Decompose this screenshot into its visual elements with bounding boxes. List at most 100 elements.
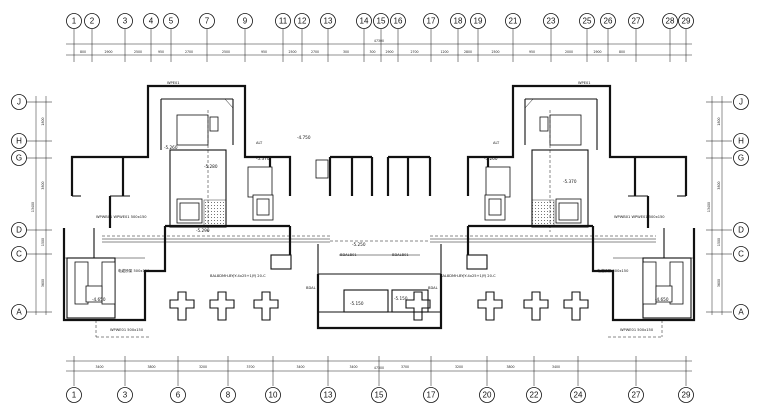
axis-bubble-label: 11	[279, 17, 288, 26]
axis-bubble-circle	[84, 13, 100, 29]
top-axis-1: 1	[66, 13, 82, 29]
axis-bubble-label: 3	[123, 391, 128, 400]
bracket-label-left: ALT	[256, 141, 263, 145]
axis-bubble-circle	[320, 13, 336, 29]
elevation-1: -5.260	[164, 145, 178, 150]
axis-bubble-label: 15	[375, 391, 384, 400]
axis-bubble-label: 6	[176, 391, 181, 400]
left-axis-H: H	[11, 133, 27, 149]
top-axis-12: 12	[294, 13, 310, 29]
axis-bubble-label: 23	[547, 17, 556, 26]
right-axis-G: G	[733, 150, 749, 166]
axis-bubble-label: 13	[324, 391, 333, 400]
corridor-label-right: BDALB01	[392, 253, 409, 257]
bottom-axis-10: 10	[265, 387, 281, 403]
left-dim-value: 1800	[41, 117, 45, 125]
bottom-dim-value: 3400	[552, 365, 560, 369]
right-axis-C: C	[733, 246, 749, 262]
axis-bubble-label: 16	[394, 17, 403, 26]
riser-note-right: 电缆桥架 500x150	[597, 268, 629, 273]
axis-bubble-circle	[220, 387, 236, 403]
bottom-dim-value: 3400	[349, 365, 357, 369]
axis-bubble-circle	[143, 13, 159, 29]
top-dim-value: 2900	[104, 50, 112, 54]
elevation-7: -4.650	[92, 297, 106, 302]
axis-bubble-circle	[733, 94, 749, 110]
top-axis-11: 11	[275, 13, 291, 29]
axis-bubble-circle	[237, 13, 253, 29]
bottom-dim-value: 3400	[95, 365, 103, 369]
feeder-label-left: BAL8DMH-BYJY-4x25+1JYJ 20-C	[210, 274, 266, 278]
elevation-9: -5.150	[394, 296, 408, 301]
axis-bubble-label: C	[738, 250, 744, 259]
top-axis-26: 26	[600, 13, 616, 29]
axis-bubble-circle	[733, 222, 749, 238]
left-dim-value: 1500	[41, 238, 45, 246]
top-axis-28: 28	[662, 13, 678, 29]
left-axis-D: D	[11, 222, 27, 238]
axis-bubble-circle	[163, 13, 179, 29]
top-axis-4: 4	[143, 13, 159, 29]
bottom-axis-29: 29	[678, 387, 694, 403]
bottom-axis-8: 8	[220, 387, 236, 403]
elevation-6: -5.250	[352, 242, 366, 247]
right-dim-value: 1800	[717, 117, 721, 125]
elevation-8: -5.150	[350, 301, 364, 306]
axis-bubble-circle	[579, 13, 595, 29]
bottom-dim-value: 3400	[296, 365, 304, 369]
axis-bubble-label: G	[16, 154, 22, 163]
top-dim-value: 2500	[134, 50, 142, 54]
center-unit	[316, 240, 443, 330]
axis-bubble-label: 25	[583, 17, 592, 26]
wpe-label-right: WPE01	[578, 81, 591, 85]
top-axis-2: 2	[84, 13, 100, 29]
axis-bubble-label: 5	[169, 17, 174, 26]
top-dim-value: 2500	[491, 50, 499, 54]
axis-bubble-label: 10	[269, 391, 278, 400]
axis-bubble-circle	[570, 387, 586, 403]
bottom-dim-value: 3200	[199, 365, 207, 369]
tray-label-left: WPWB01 WPWE01 500x150	[96, 215, 147, 219]
axis-bubble-label: 28	[666, 17, 675, 26]
top-dim-value: 2800	[464, 50, 472, 54]
top-axis-14: 14	[356, 13, 372, 29]
left-dim-value: 3600	[41, 279, 45, 287]
top-dim-value: 2900	[385, 50, 393, 54]
axis-bubble-circle	[265, 387, 281, 403]
axis-bubble-label: A	[16, 308, 22, 317]
elevation-11: -5.260	[484, 156, 498, 161]
left-unit	[62, 84, 374, 338]
right-dim-value: 3800	[717, 181, 721, 189]
bottom-dim-value: 3700	[246, 365, 254, 369]
axis-bubble-label: 17	[427, 391, 436, 400]
annotations: WPE01 WPE01 ALT ALT -5.260 -5.280 -5.370…	[92, 81, 669, 332]
small-label-2: BDAL	[428, 286, 438, 290]
bottom-dim-value: 3200	[455, 365, 463, 369]
elevation-3: -5.370	[256, 156, 270, 161]
elevation-4: -4.750	[297, 135, 311, 140]
axis-bubble-circle	[11, 304, 27, 320]
axis-bubble-label: D	[16, 226, 22, 235]
cable-note-right: WPWE01 500x150	[620, 328, 654, 332]
bracket-label-right: ALT	[493, 141, 500, 145]
axis-bubble-circle	[505, 13, 521, 29]
axis-bubble-label: H	[16, 137, 22, 146]
axis-bubble-circle	[390, 13, 406, 29]
axis-bubble-circle	[733, 304, 749, 320]
axis-bubble-label: 22	[530, 391, 539, 400]
bottom-axis-3: 3	[117, 387, 133, 403]
axis-bubble-label: G	[738, 154, 744, 163]
axis-bubble-label: 1	[72, 17, 77, 26]
wpe-label-left: WPE01	[167, 81, 180, 85]
axis-bubble-label: 17	[427, 17, 436, 26]
top-dim-value: 2500	[222, 50, 230, 54]
top-dim-value: 2700	[410, 50, 418, 54]
elevation-5: -5.290	[196, 228, 210, 233]
axis-bubble-circle	[373, 13, 389, 29]
axis-bubble-circle	[450, 13, 466, 29]
bottom-dim-value: 3700	[401, 365, 409, 369]
top-axis-23: 23	[543, 13, 559, 29]
